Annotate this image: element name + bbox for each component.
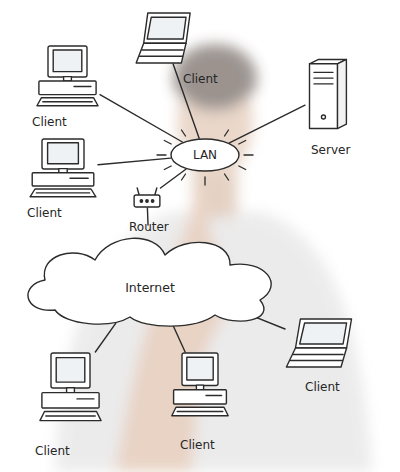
status-light <box>151 200 153 202</box>
cpu-box <box>39 81 96 95</box>
ray-line <box>204 177 205 185</box>
ray-line <box>239 166 246 170</box>
power-button <box>321 115 325 119</box>
ray-line <box>164 166 171 170</box>
laptop-screen <box>147 17 186 39</box>
desktop-client: Client <box>170 352 230 417</box>
desktop-icon <box>35 45 100 107</box>
drive-slot <box>70 177 88 178</box>
drive-slot <box>314 72 333 73</box>
server-tower: Server <box>305 58 350 130</box>
monitor-outline <box>182 353 218 386</box>
drive-slot <box>206 395 222 396</box>
key-row <box>36 192 89 193</box>
key-row <box>43 101 92 102</box>
laptop-client: Client <box>285 318 355 368</box>
monitor-screen <box>53 50 82 72</box>
cloud-outline <box>28 238 271 326</box>
device-label: Client <box>183 72 218 86</box>
laptop-base <box>136 43 186 63</box>
server-icon <box>305 58 350 130</box>
ray-line <box>182 130 186 136</box>
desktop-client: Client <box>35 45 100 107</box>
node-title: LAN <box>193 148 217 162</box>
monitor-outline <box>42 139 84 169</box>
drive-slot <box>314 83 333 84</box>
laptop-lid <box>296 319 352 348</box>
laptop-icon <box>285 318 355 368</box>
network-link <box>229 105 305 143</box>
ray-line <box>225 174 229 180</box>
key-row <box>46 415 95 416</box>
desktop-client: Client <box>38 352 103 422</box>
ray-line <box>182 174 186 180</box>
laptop-lid <box>144 13 190 43</box>
device-label: Client <box>27 206 62 220</box>
drive-slot <box>77 398 94 399</box>
keyboard-shape <box>30 189 96 197</box>
node-title: Internet <box>125 280 175 295</box>
laptop-icon <box>135 12 193 64</box>
monitor-screen <box>48 143 79 164</box>
pointing-hand <box>115 190 231 472</box>
network-link <box>173 324 186 352</box>
laptop-screen <box>300 323 347 344</box>
lan-outline <box>171 139 239 171</box>
router-box: Router <box>133 188 161 208</box>
device-label: Client <box>32 115 67 129</box>
monitor-outline <box>48 46 87 77</box>
lan-ellipse: LAN <box>170 138 240 172</box>
hair-shape <box>173 44 257 112</box>
monitor-neck <box>67 388 75 393</box>
router-body <box>134 195 160 207</box>
antenna-line <box>155 188 157 195</box>
desktop-client: Client <box>28 138 98 198</box>
network-link <box>98 158 171 165</box>
key-row <box>177 411 223 412</box>
desktop-icon <box>38 352 103 422</box>
drive-slot <box>314 77 333 78</box>
keyboard-shape <box>40 412 101 421</box>
drive-slot <box>74 86 91 87</box>
device-label: Client <box>35 444 70 458</box>
keyboard-shape <box>172 407 228 415</box>
internet-cloud: Internet <box>15 225 285 325</box>
ray-line <box>244 154 253 155</box>
device-label: Server <box>311 143 350 157</box>
desktop-icon <box>170 352 230 417</box>
network-link <box>95 323 115 352</box>
laptop-base <box>286 348 346 367</box>
ray-line <box>225 130 229 136</box>
ray-line <box>239 141 246 145</box>
network-link <box>100 95 182 142</box>
key-row <box>142 49 183 50</box>
monitor-screen <box>56 358 85 383</box>
cpu-box <box>174 390 227 404</box>
antenna-line <box>137 188 139 195</box>
device-label: Router <box>129 220 169 234</box>
device-label: Client <box>180 438 215 452</box>
router-icon <box>133 188 161 208</box>
server-side <box>337 59 346 128</box>
ray-line <box>157 154 166 155</box>
cpu-box <box>42 393 99 408</box>
key-row <box>140 56 183 57</box>
ray-line <box>164 141 171 145</box>
keyboard-shape <box>37 98 98 106</box>
monitor-screen <box>187 357 213 380</box>
cloud-icon <box>15 225 285 325</box>
key-row <box>293 354 343 355</box>
key-row <box>291 360 343 361</box>
laptop-client: Client <box>135 12 193 64</box>
status-light <box>146 200 148 202</box>
desktop-icon <box>28 138 98 198</box>
monitor-outline <box>51 353 90 388</box>
network-link <box>160 169 185 188</box>
cpu-box <box>32 173 94 186</box>
status-light <box>140 200 142 202</box>
device-label: Client <box>305 380 340 394</box>
server-front <box>310 64 338 129</box>
